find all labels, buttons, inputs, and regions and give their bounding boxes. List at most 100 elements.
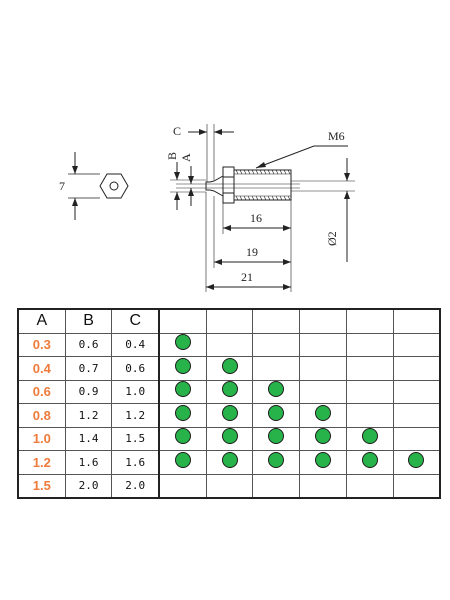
compatibility-cell <box>252 356 301 381</box>
compatibility-cell <box>158 332 207 357</box>
size-a-cell: 1.2 <box>17 450 66 475</box>
compatibility-cell <box>252 450 301 475</box>
c-dim-label: C <box>173 124 181 138</box>
size-c-cell: 1.2 <box>111 403 161 428</box>
compatibility-cell <box>299 379 347 404</box>
size-c-cell: 0.4 <box>111 332 161 357</box>
size-c-cell: 1.5 <box>111 426 161 451</box>
compatibility-dot <box>174 428 191 445</box>
size-a-cell: 0.6 <box>17 379 66 404</box>
compatibility-cell <box>252 379 301 404</box>
hex-end-view <box>99 173 129 199</box>
table-header-row: A B C <box>17 308 441 334</box>
compatibility-dot <box>314 404 331 421</box>
size-b-cell: 0.7 <box>64 356 113 381</box>
dim-19-label: 19 <box>246 245 258 259</box>
column-header-b: B <box>64 308 113 334</box>
size-a-cell: 1.5 <box>17 473 66 499</box>
compatibility-dot <box>314 451 331 468</box>
compatibility-cell <box>392 450 441 475</box>
dim-16-label: 16 <box>250 211 262 225</box>
compatibility-cell <box>205 473 254 499</box>
size-a-cell: 0.8 <box>17 403 66 428</box>
compatibility-dot <box>221 357 238 374</box>
compatibility-dot <box>221 381 238 398</box>
dim-21-label: 21 <box>241 270 253 284</box>
compatibility-dot <box>268 428 285 445</box>
compatibility-dot <box>361 428 378 445</box>
compatibility-cell <box>392 379 441 404</box>
m6-label: M6 <box>328 129 345 143</box>
column-header-c: C <box>111 308 161 334</box>
compatibility-dot <box>361 451 378 468</box>
size-c-cell: 2.0 <box>111 473 161 499</box>
size-c-cell: 1.0 <box>111 379 161 404</box>
compatibility-cell <box>205 379 254 404</box>
compatibility-cell <box>345 426 394 451</box>
compatibility-dot <box>174 404 191 421</box>
size-b-cell: 0.9 <box>64 379 113 404</box>
size-a-cell: 0.4 <box>17 356 66 381</box>
compatibility-dot <box>268 381 285 398</box>
compatibility-cell <box>299 426 347 451</box>
compatibility-dot <box>408 451 425 468</box>
compatibility-cell <box>205 356 254 381</box>
compatibility-cell <box>345 450 394 475</box>
size-a-cell: 0.3 <box>17 332 66 357</box>
compatibility-cell <box>252 473 301 499</box>
b-dim-label: B <box>165 152 179 160</box>
compatibility-cell <box>345 332 394 357</box>
compatibility-dot <box>268 404 285 421</box>
compatibility-dot <box>221 404 238 421</box>
compatibility-cell <box>205 450 254 475</box>
compatibility-dot <box>221 451 238 468</box>
nozzle-tip <box>205 175 224 197</box>
size-c-cell: 1.6 <box>111 450 161 475</box>
size-b-cell: 1.6 <box>64 450 113 475</box>
compatibility-cell <box>392 356 441 381</box>
column-header-a: A <box>17 308 66 334</box>
compatibility-dot <box>174 381 191 398</box>
size-b-cell: 1.4 <box>64 426 113 451</box>
compatibility-cell <box>158 450 207 475</box>
compatibility-cell <box>345 473 394 499</box>
compatibility-cell <box>252 403 301 428</box>
phi2-label: Ø2 <box>325 231 339 246</box>
nozzle-thread <box>233 169 292 201</box>
compatibility-dot <box>314 428 331 445</box>
compatibility-cell <box>299 356 347 381</box>
compatibility-cell <box>252 332 301 357</box>
compatibility-cell <box>392 426 441 451</box>
compatibility-cell <box>205 426 254 451</box>
compatibility-dot <box>174 451 191 468</box>
compatibility-cell <box>205 403 254 428</box>
compatibility-cell <box>158 403 207 428</box>
nozzle-hex-body <box>222 166 235 204</box>
size-b-cell: 0.6 <box>64 332 113 357</box>
compatibility-cell <box>158 426 207 451</box>
compatibility-dot <box>174 357 191 374</box>
compatibility-cell <box>158 356 207 381</box>
nozzle-technical-drawing: 7 C B A M6 Ø2 16 19 21 <box>59 124 355 292</box>
hex-dim-label: 7 <box>59 179 65 193</box>
compatibility-cell <box>299 473 347 499</box>
compatibility-dot <box>221 428 238 445</box>
size-b-cell: 2.0 <box>64 473 113 499</box>
compatibility-cell <box>392 473 441 499</box>
compatibility-cell <box>205 332 254 357</box>
compatibility-dot <box>174 334 191 351</box>
compatibility-dot <box>268 451 285 468</box>
compatibility-cell <box>345 379 394 404</box>
compatibility-cell <box>158 379 207 404</box>
compatibility-cell <box>392 332 441 357</box>
compatibility-cell <box>392 403 441 428</box>
compatibility-cell <box>299 332 347 357</box>
compatibility-cell <box>252 426 301 451</box>
